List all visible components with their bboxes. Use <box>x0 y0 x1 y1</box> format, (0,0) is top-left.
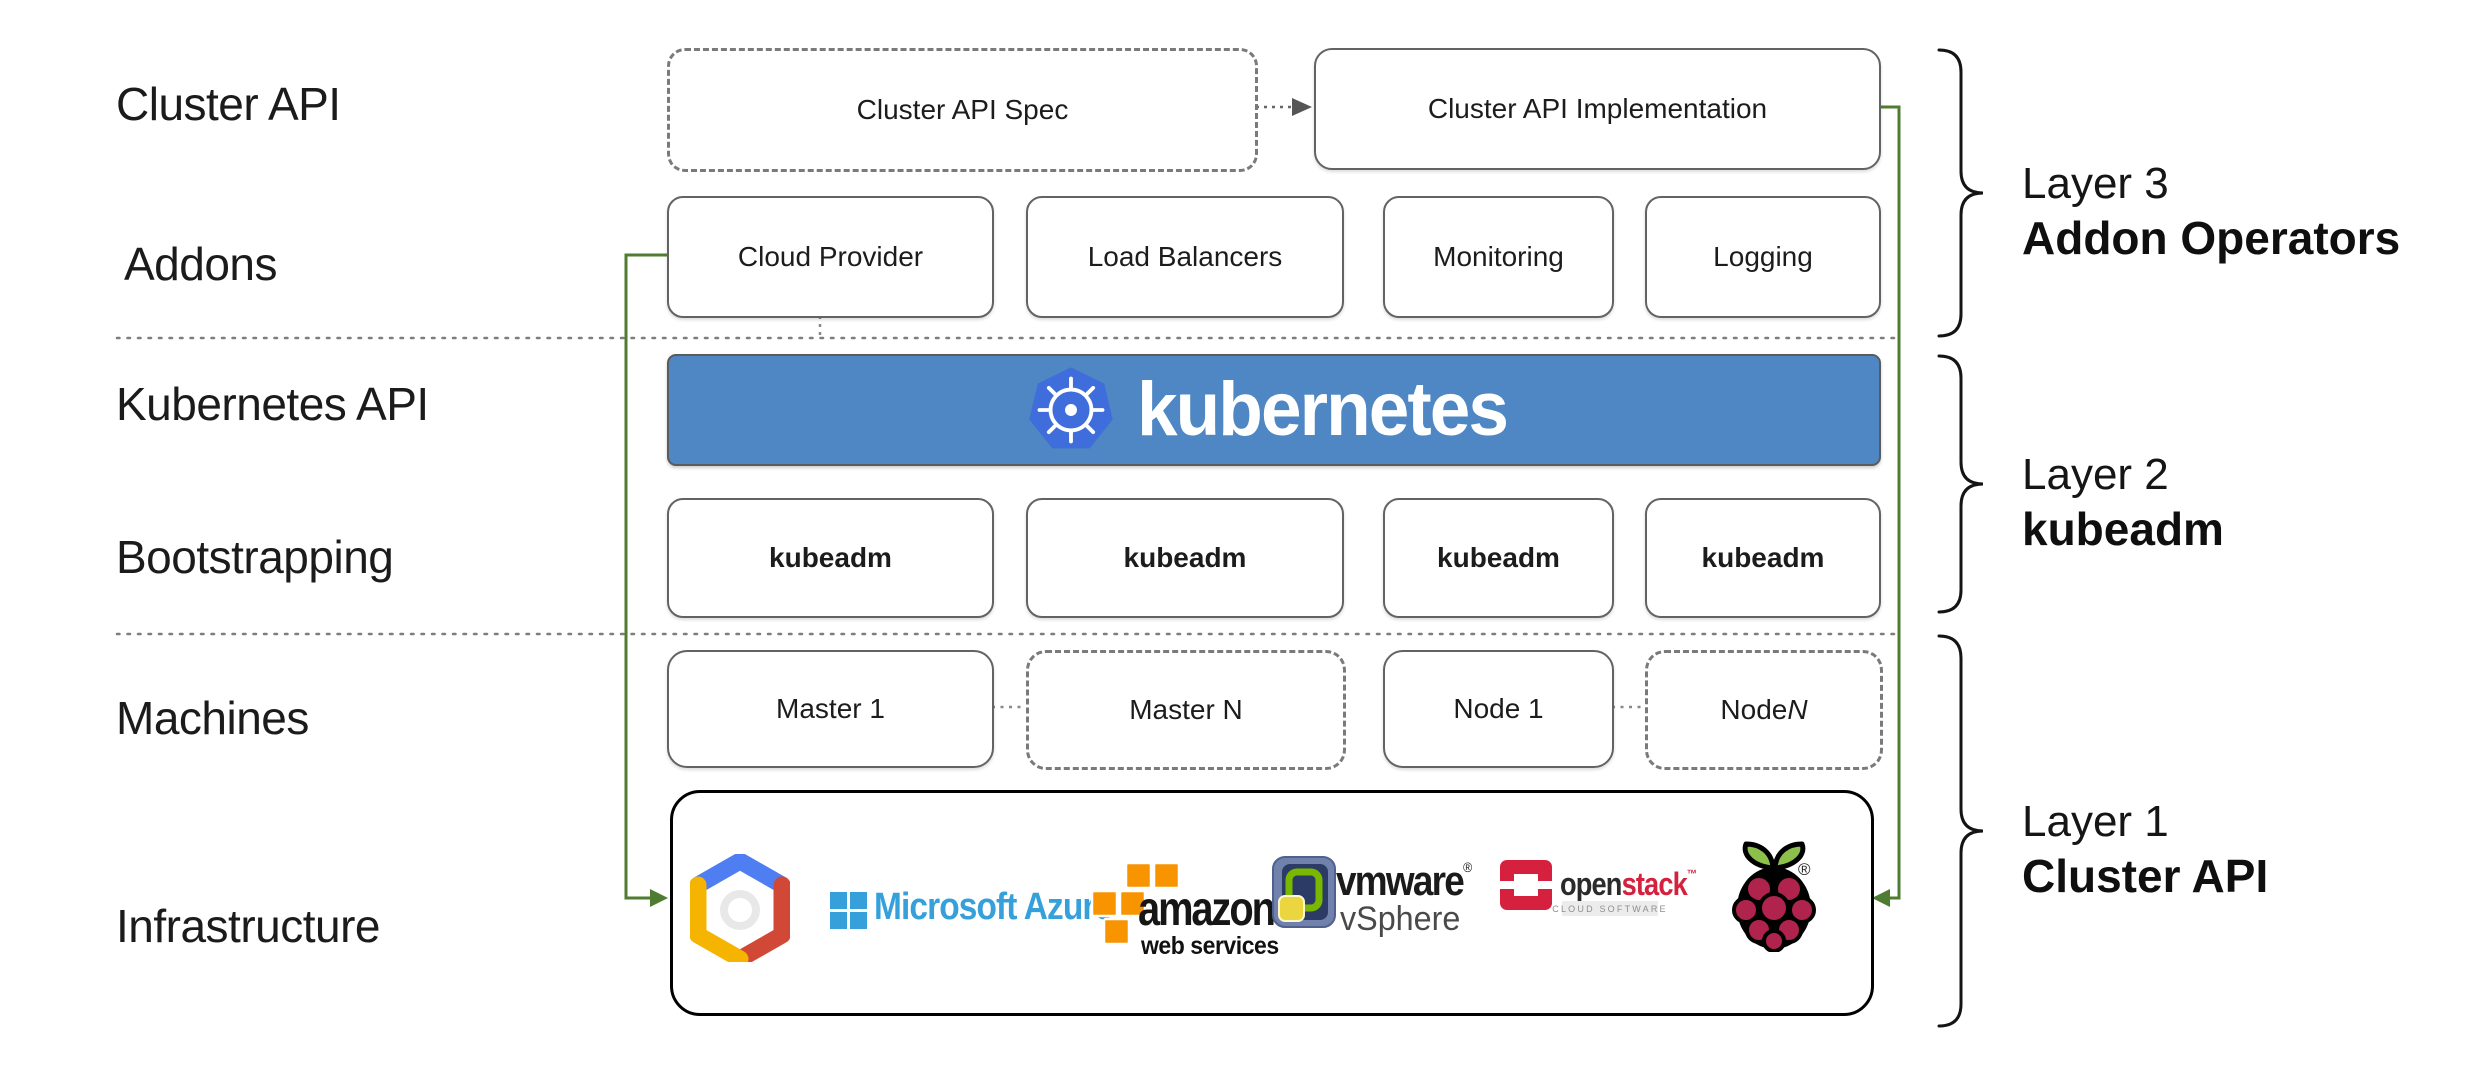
kubeadm-label: kubeadm <box>769 542 892 573</box>
openstack-label: openstack™ <box>1560 866 1697 902</box>
kubernetes-wordmark: kubernetes <box>1137 367 1509 452</box>
kubeadm-box-3: kubeadm <box>1383 498 1614 618</box>
raspberry-pi-icon <box>1732 841 1816 952</box>
vmware-brand-label: vmware® <box>1336 857 1472 904</box>
load-balancers-label: Load Balancers <box>1087 241 1283 272</box>
master-n-box: Master N <box>1026 650 1346 770</box>
vmware-registered-mark: ® <box>1463 859 1472 875</box>
kubeadm-box-4: kubeadm <box>1645 498 1881 618</box>
aws-sub-label: web services <box>1141 932 1279 960</box>
azure-label: Microsoft Azure <box>874 886 1113 928</box>
logging-label: Logging <box>1713 241 1813 272</box>
kubeadm-label: kubeadm <box>1437 542 1560 573</box>
kubeadm-label: kubeadm <box>1123 542 1247 573</box>
vmware-product-label: vSphere <box>1340 900 1461 938</box>
master-n-label: Master N <box>1129 694 1243 725</box>
layer-1-title: Layer 1 <box>2022 797 2169 846</box>
row-label-addons: Addons <box>124 238 278 290</box>
cloud-provider-label: Cloud Provider <box>737 241 924 272</box>
row-label-machines: Machines <box>116 692 309 744</box>
arrowhead-right-icon <box>650 889 668 907</box>
vmware-icon <box>1272 856 1336 928</box>
layer-3-name: Addon Operators <box>2022 212 2401 264</box>
node-n-variable: N <box>1787 694 1808 725</box>
azure-icon <box>830 892 867 929</box>
aws-cubes-icon <box>1090 862 1181 946</box>
layer-2-bracket <box>1937 354 1984 614</box>
kubeadm-label: kubeadm <box>1701 542 1825 573</box>
logging-box: Logging <box>1645 196 1881 318</box>
node-1-label: Node 1 <box>1453 693 1544 724</box>
master-1-label: Master 1 <box>776 693 885 724</box>
row-label-cluster-api: Cluster API <box>116 78 341 130</box>
node-n-box: Node N <box>1645 650 1883 770</box>
kubeadm-box-1: kubeadm <box>667 498 994 618</box>
node-1-box: Node 1 <box>1383 650 1614 768</box>
row-label-infrastructure: Infrastructure <box>116 900 381 952</box>
openstack-tagline-bar: CLOUD SOFTWARE <box>1552 901 1666 916</box>
layer-2-name: kubeadm <box>2022 503 2224 555</box>
layer-1-bracket <box>1937 634 1984 1028</box>
arrowhead-left-icon <box>1872 889 1890 907</box>
row-label-bootstrapping: Bootstrapping <box>116 531 394 583</box>
node-n-prefix: Node <box>1720 694 1788 725</box>
layer-3-title: Layer 3 <box>2022 159 2169 208</box>
cluster-api-implementation-box: Cluster API Implementation <box>1314 48 1881 170</box>
green-connector-left <box>624 253 667 900</box>
monitoring-box: Monitoring <box>1383 196 1614 318</box>
aws-brand-label: amazon <box>1138 883 1276 936</box>
openstack-tagline: CLOUD SOFTWARE <box>1552 903 1668 914</box>
master-1-box: Master 1 <box>667 650 994 768</box>
monitoring-label: Monitoring <box>1433 241 1564 272</box>
arrow-right-icon <box>1292 98 1312 116</box>
raspberry-pi-registered-mark: ® <box>1798 860 1811 879</box>
gcp-icon <box>690 854 790 962</box>
cluster-api-implementation-label: Cluster API Implementation <box>1427 93 1768 124</box>
kubernetes-banner: kubernetes <box>667 354 1881 466</box>
kubeadm-box-2: kubeadm <box>1026 498 1344 618</box>
kubernetes-helm-icon <box>1029 367 1113 449</box>
load-balancers-box: Load Balancers <box>1026 196 1344 318</box>
layer-2-title: Layer 2 <box>2022 450 2169 499</box>
layer-3-bracket <box>1937 48 1984 338</box>
openstack-trademark: ™ <box>1686 867 1697 881</box>
green-connector-right <box>1877 105 1901 900</box>
cluster-api-spec-box: Cluster API Spec <box>667 48 1258 172</box>
row-label-kubernetes-api: Kubernetes API <box>116 378 429 430</box>
cloud-provider-box: Cloud Provider <box>667 196 994 318</box>
cluster-api-spec-label: Cluster API Spec <box>856 94 1069 125</box>
layer-1-name: Cluster API <box>2022 850 2269 902</box>
openstack-icon <box>1498 860 1554 910</box>
